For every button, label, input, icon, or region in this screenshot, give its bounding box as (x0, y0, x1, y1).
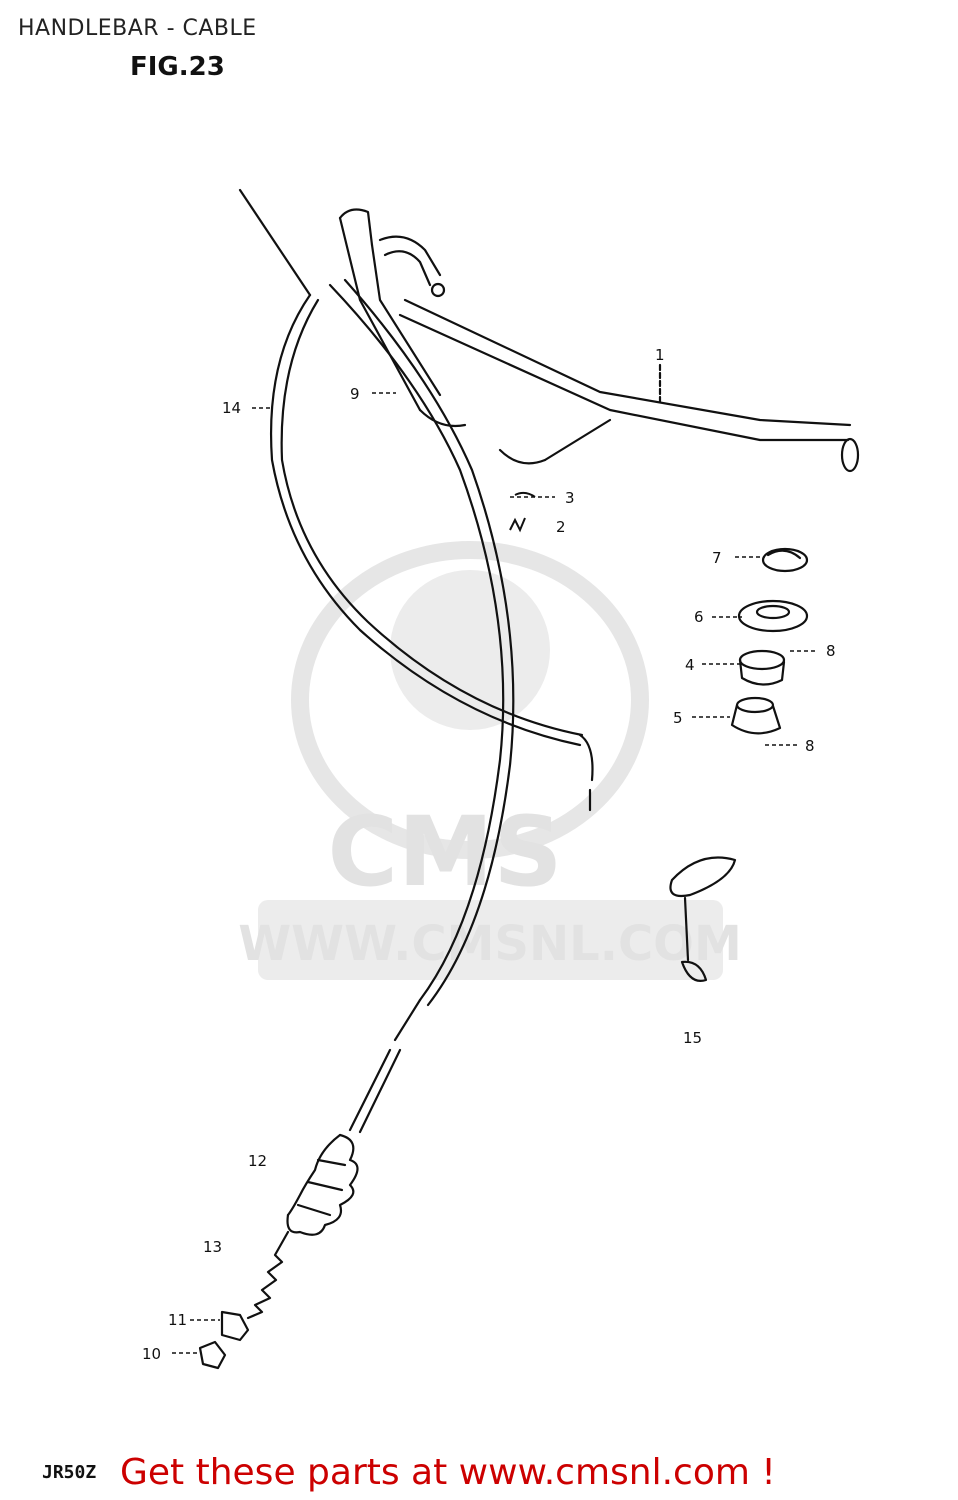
handlebar-part (338, 208, 860, 473)
nut-10 (198, 1340, 227, 1370)
model-code: JR50Z (42, 1462, 97, 1483)
part-6 (737, 599, 809, 633)
callout-11: 11 (168, 1311, 187, 1329)
promo-link[interactable]: Get these parts at www.cmsnl.com ! (120, 1452, 776, 1493)
part-5 (730, 696, 782, 735)
nut-11 (220, 1310, 250, 1342)
boot-12 (286, 1133, 359, 1236)
callout-2: 2 (556, 518, 566, 536)
cable-14 (238, 188, 594, 812)
callout-14: 14 (222, 399, 241, 417)
watermark-url: WWW.CMSNL.COM (238, 916, 742, 972)
spring-13 (246, 1230, 290, 1320)
callout-8b: 8 (805, 737, 815, 755)
band-15 (669, 856, 737, 982)
watermark-brand: CMS (327, 796, 562, 908)
page-title: HANDLEBAR - CABLE (18, 16, 257, 41)
callout-4: 4 (685, 656, 695, 674)
watermark: CMS WWW.CMSNL.COM (238, 541, 742, 980)
callout-13: 13 (203, 1238, 222, 1256)
callout-15: 15 (683, 1029, 702, 1047)
callout-12: 12 (248, 1152, 267, 1170)
callouts: 1 2 3 4 5 6 7 8 8 9 10 11 12 13 14 15 (142, 346, 836, 1363)
callout-6: 6 (694, 608, 704, 626)
callout-7: 7 (712, 549, 722, 567)
leader-lines (172, 392, 815, 1354)
figure-label: FIG.23 (130, 52, 225, 82)
clip-parts (509, 491, 536, 533)
callout-3: 3 (565, 489, 575, 507)
callout-5: 5 (673, 709, 683, 727)
part-7 (761, 547, 809, 573)
callout-1: 1 (655, 346, 665, 364)
callout-9: 9 (350, 385, 360, 403)
cable-9 (328, 278, 515, 1134)
callout-10: 10 (142, 1345, 161, 1363)
callout-8a: 8 (826, 642, 836, 660)
part-4 (738, 649, 786, 686)
